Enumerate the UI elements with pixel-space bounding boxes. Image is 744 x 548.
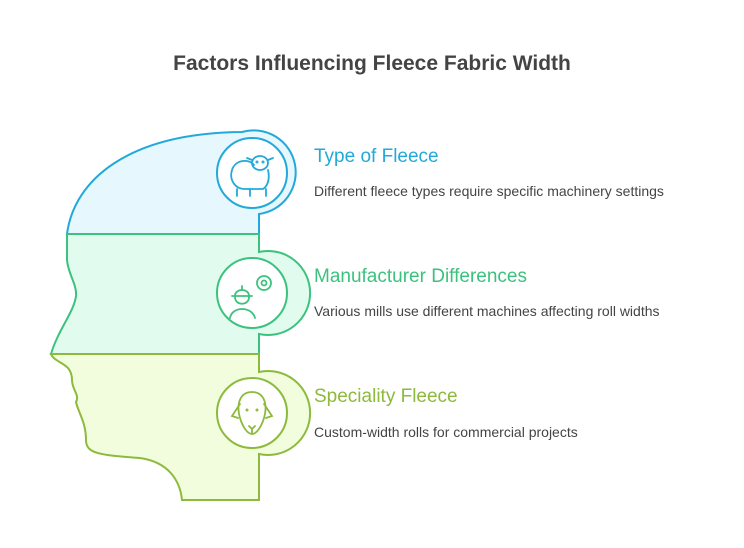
page-title: Factors Influencing Fleece Fabric Width — [173, 52, 571, 75]
item-title-speciality-fleece: Speciality Fleece — [314, 386, 458, 407]
worker-gear-icon — [229, 275, 272, 319]
segment-speciality-fleece — [49, 353, 312, 501]
item-title-type-of-fleece: Type of Fleece — [314, 146, 439, 167]
sheep-face-icon — [230, 391, 274, 435]
item-title-manufacturer-differences: Manufacturer Differences — [314, 266, 527, 287]
sheep-icon — [230, 155, 274, 197]
item-desc-type-of-fleece: Different fleece types require specific … — [314, 183, 664, 199]
item-desc-speciality-fleece: Custom-width rolls for commercial projec… — [314, 424, 578, 440]
segment-manufacturer-differences — [49, 233, 312, 355]
item-desc-manufacturer-differences: Various mills use different machines aff… — [314, 303, 660, 319]
segment-type-of-fleece — [65, 129, 297, 235]
